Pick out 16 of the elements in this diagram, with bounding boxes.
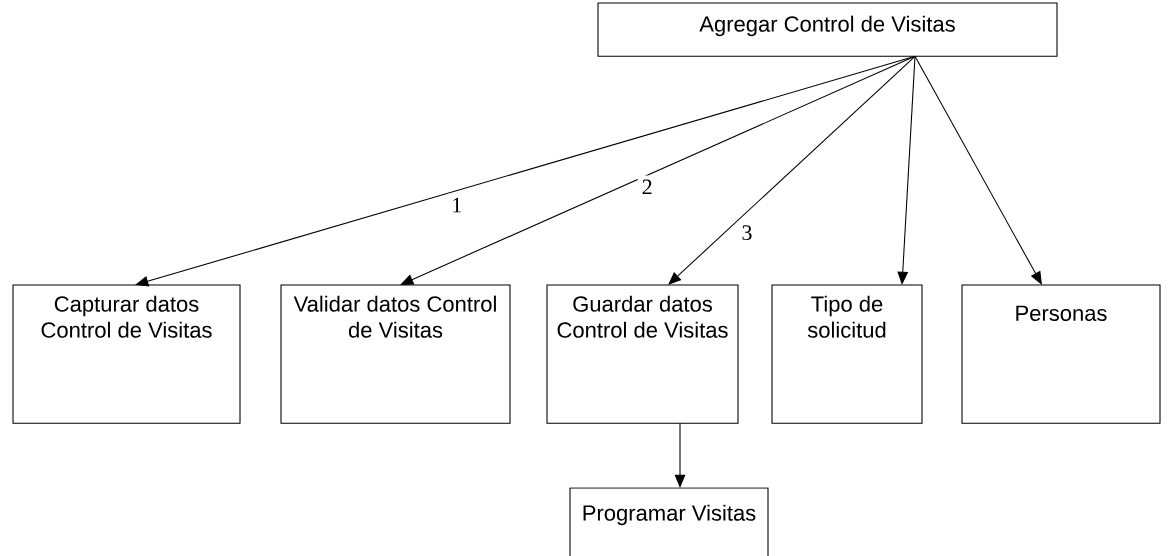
process-box: Personas	[961, 284, 1161, 424]
process-box: Guardar datos Control de Visitas	[546, 284, 739, 424]
process-box: Programar Visitas	[569, 487, 769, 556]
process-box: Tipo de solicitud	[771, 284, 923, 424]
arrow	[668, 55, 916, 285]
arrow	[674, 422, 686, 488]
arrow	[135, 55, 916, 287]
process-box: Agregar Control de Visitas	[597, 2, 1058, 57]
arrow	[914, 55, 1042, 285]
edge-label: 3	[737, 221, 757, 244]
process-box: Validar datos Control de Visitas	[280, 284, 511, 424]
arrow	[400, 55, 916, 285]
process-box: Capturar datos Control de Visitas	[12, 284, 241, 424]
edge-label: 1	[447, 193, 467, 217]
edge-label: 2	[637, 175, 657, 199]
arrow	[897, 55, 916, 285]
